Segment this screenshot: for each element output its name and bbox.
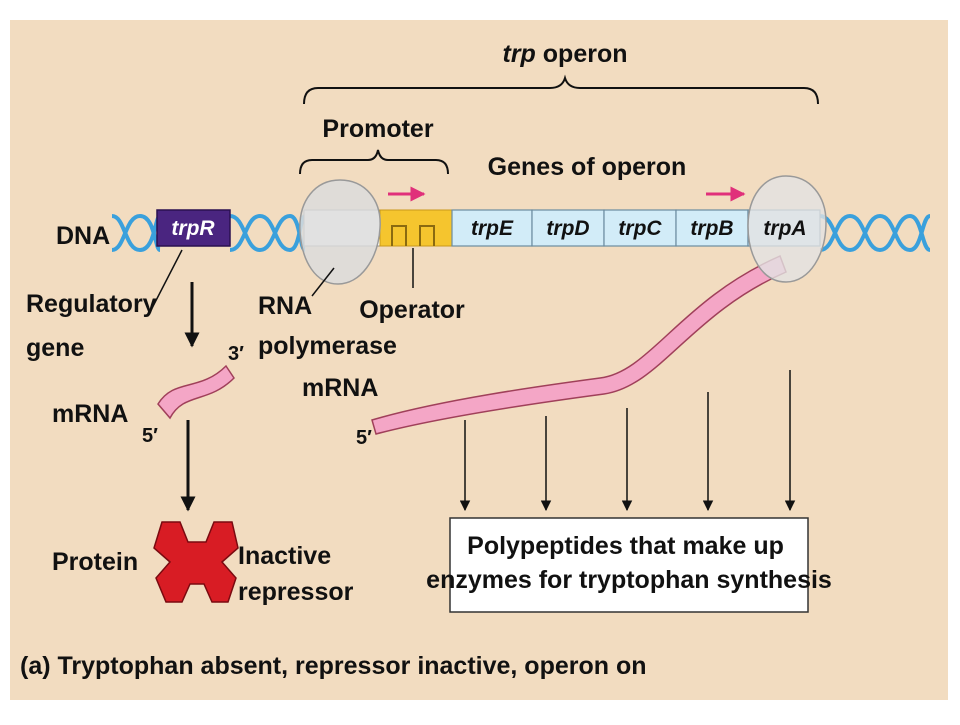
operator-label: Operator: [359, 296, 465, 324]
gene-box-trpD: [531, 209, 605, 247]
trpR-gene-label: trpR: [171, 217, 215, 240]
inactive-repressor-label: Inactive repressor: [238, 542, 354, 606]
regulatory-mrna-5prime: 5′: [142, 425, 158, 447]
regulatory-gene-label: Regulatory gene: [26, 290, 164, 362]
regulatory-gene-line-1: Regulatory: [26, 290, 157, 318]
dna-label: DNA: [56, 222, 110, 250]
gene-label-trpB: trpB: [690, 217, 733, 240]
promoter-bracket: [299, 149, 449, 175]
regulatory-gene-line-2: gene: [26, 334, 84, 362]
regulatory-gene-pointer: [147, 249, 183, 317]
gene-label-trpC: trpC: [618, 217, 662, 240]
trpR-gene-box: [156, 209, 231, 247]
operator-region: [379, 209, 453, 247]
protein-label: Protein: [52, 548, 138, 576]
rna-polymerase-line-1: RNA: [258, 292, 312, 320]
gene-label-trpA: trpA: [763, 217, 806, 240]
inactive-repressor-line-1: Inactive: [238, 542, 331, 570]
operon-genes: trpE trpD trpC trpB: [451, 209, 821, 247]
trp-operon-title: trp operon: [503, 40, 628, 68]
genes-of-operon-label: Genes of operon: [488, 153, 687, 181]
operon-mrna-label: mRNA: [302, 374, 378, 402]
rna-polymerase-pointer: [311, 267, 335, 297]
rna-polymerase-line-2: polymerase: [258, 332, 397, 360]
figure-caption: (a) Tryptophan absent, repressor inactiv…: [20, 652, 647, 680]
operon-mrna-5prime: 5′: [356, 427, 372, 449]
polypeptides-label: Polypeptides that make up enzymes for tr…: [426, 532, 832, 594]
gene-box-trpE: [451, 209, 533, 247]
polypeptides-line-2: enzymes for tryptophan synthesis: [426, 566, 832, 594]
rna-polymerase-blob: [299, 179, 381, 285]
dna-helix-right: [819, 213, 931, 253]
gene-box-trpC: [603, 209, 677, 247]
gene-box-trpB: [675, 209, 749, 247]
rna-polymerase-label: RNA polymerase: [258, 292, 397, 360]
promoter-label: Promoter: [322, 115, 433, 143]
gene-label-trpD: trpD: [546, 217, 589, 240]
inactive-repressor-shape: [153, 521, 239, 603]
regulatory-mrna-label: mRNA: [52, 400, 128, 428]
rna-polymerase-blob-trpA: [747, 175, 827, 283]
translation-arrows: [459, 370, 796, 512]
gene-label-trpE: trpE: [471, 217, 514, 240]
polypeptides-line-1: Polypeptides that make up: [467, 532, 784, 560]
operon-bracket: [303, 74, 819, 105]
inactive-repressor-line-2: repressor: [238, 578, 354, 606]
operator-notch: [391, 225, 435, 246]
regulatory-mrna-3prime: 3′: [228, 343, 244, 365]
regulatory-mrna-strand: [157, 364, 235, 420]
polypeptides-box: [449, 517, 809, 613]
